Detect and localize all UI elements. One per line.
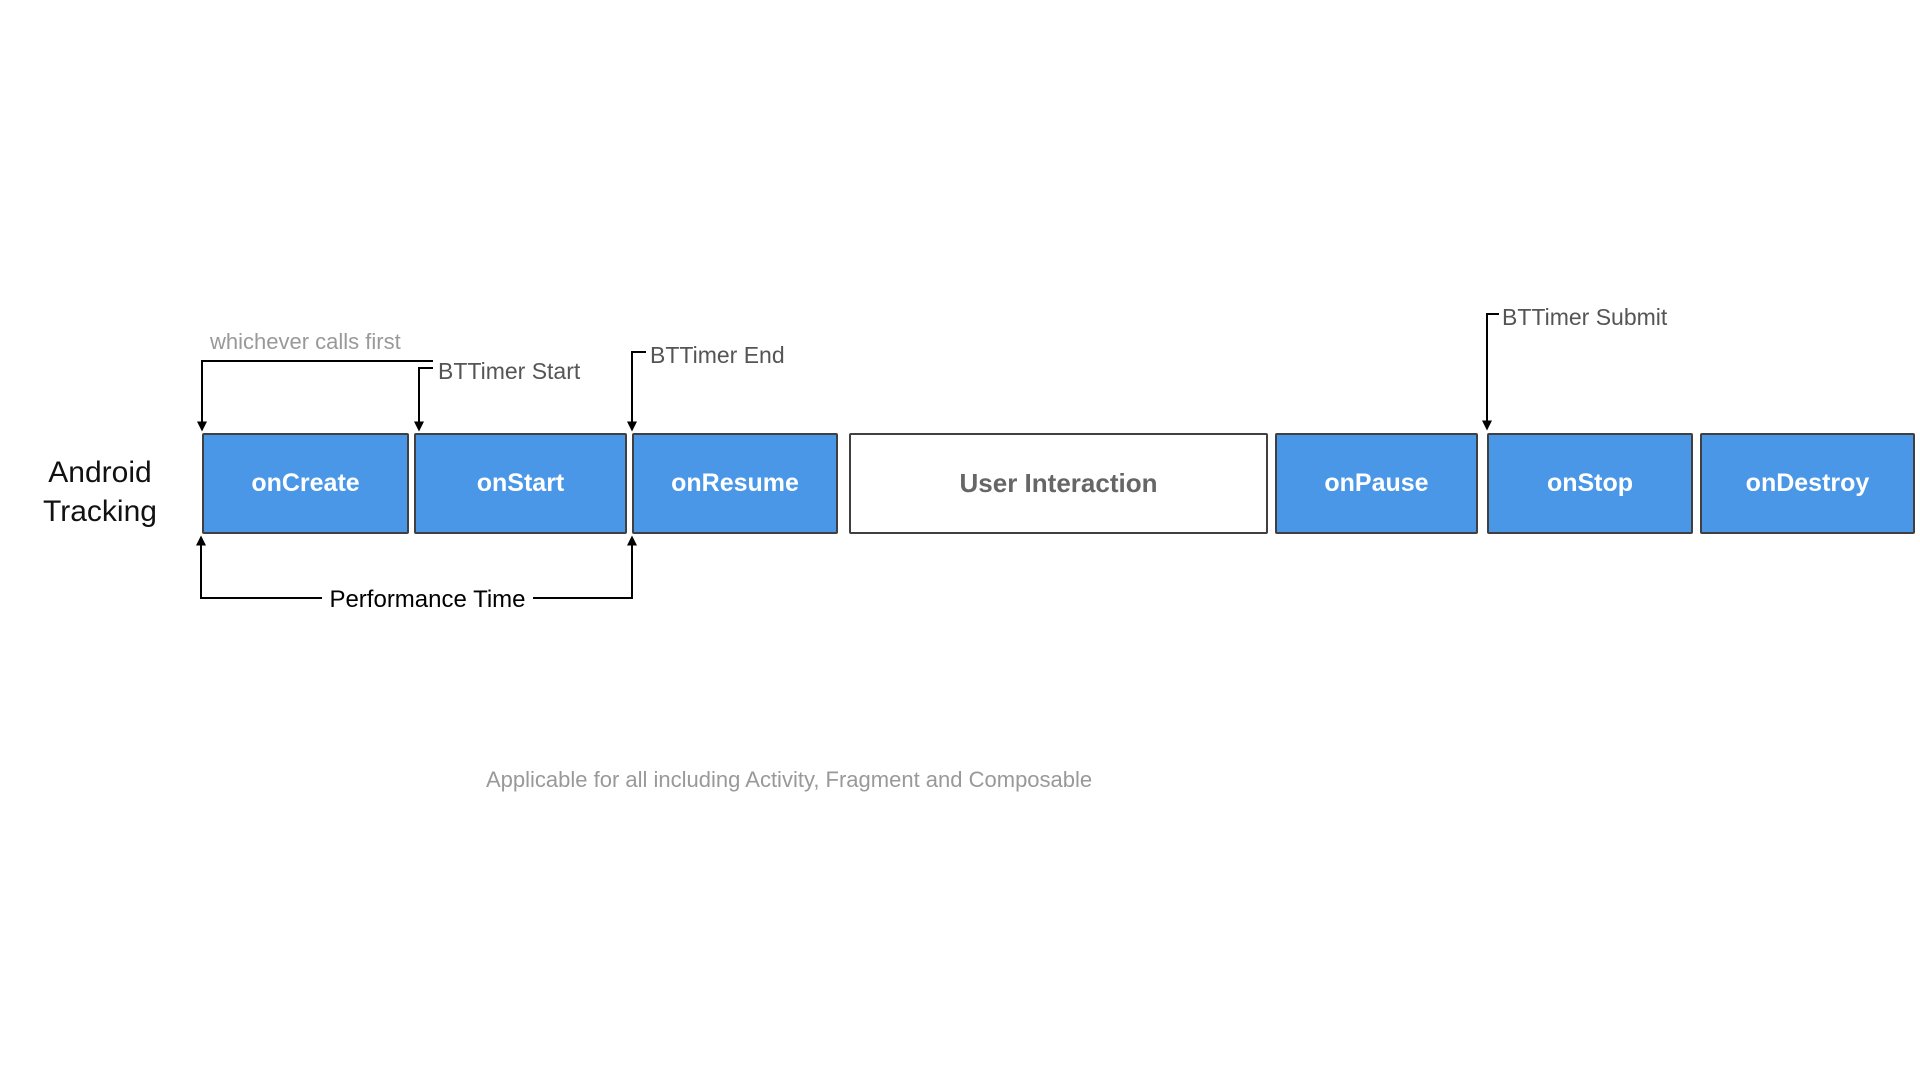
stage-ondestroy: onDestroy xyxy=(1700,433,1915,534)
performance-time-label: Performance Time xyxy=(329,586,526,613)
stage-onpause-label: onPause xyxy=(1324,469,1429,497)
whichever-calls-first-label: whichever calls first xyxy=(210,329,401,354)
bttimer-submit-arrow xyxy=(1482,313,1499,431)
performance-time-bracket-right xyxy=(533,535,637,599)
stage-user-interaction-label: User Interaction xyxy=(959,468,1158,498)
stage-oncreate: onCreate xyxy=(202,433,409,534)
caption-applicability: Applicable for all including Activity, F… xyxy=(486,767,1093,792)
stage-onstart-label: onStart xyxy=(476,469,565,497)
row-title-android-tracking: Android Tracking xyxy=(43,456,157,528)
stage-user-interaction: User Interaction xyxy=(849,433,1268,534)
bttimer-start-label: BTTimer Start xyxy=(438,358,581,384)
whichever-calls-first-bracket xyxy=(197,360,433,432)
bttimer-start-arrow xyxy=(414,367,433,432)
stage-ondestroy-label: onDestroy xyxy=(1745,469,1870,497)
stage-onstart: onStart xyxy=(414,433,627,534)
bttimer-submit-label: BTTimer Submit xyxy=(1502,304,1668,330)
stage-oncreate-label: onCreate xyxy=(251,469,360,497)
stage-onpause: onPause xyxy=(1275,433,1478,534)
performance-time-bracket-left xyxy=(196,535,322,599)
bttimer-end-arrow xyxy=(627,351,646,432)
bttimer-end-label: BTTimer End xyxy=(650,342,785,368)
stage-onresume-label: onResume xyxy=(671,469,799,497)
stage-onstop: onStop xyxy=(1487,433,1693,534)
stage-onresume: onResume xyxy=(632,433,838,534)
stage-onstop-label: onStop xyxy=(1546,469,1634,497)
